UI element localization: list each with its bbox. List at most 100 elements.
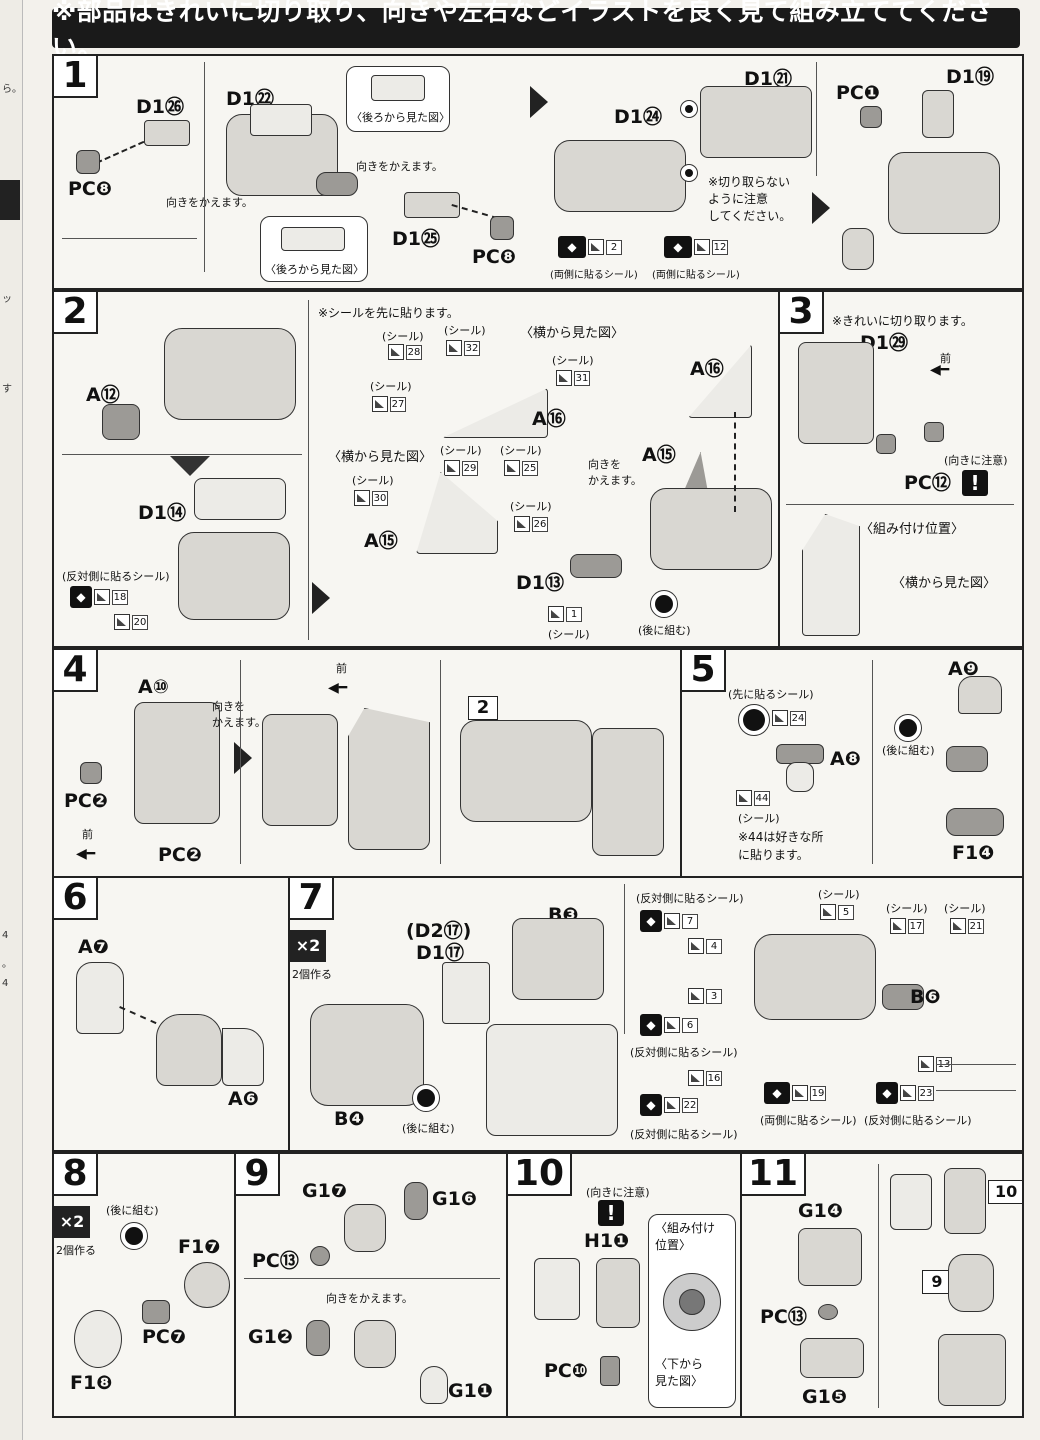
- sticker-44-note: ※44は好きな所 に貼ります。: [738, 830, 824, 862]
- part-g1-assembled: [948, 1254, 994, 1312]
- sticker-icon: [514, 516, 530, 532]
- sticker-icon: [736, 790, 752, 806]
- turn-note: 向きを かえます。: [588, 458, 642, 487]
- part-label: PC❼: [142, 1326, 186, 1348]
- step-number: 6: [54, 878, 98, 920]
- sticker-number: 5: [838, 904, 854, 920]
- ref-step-10: 10: [988, 1180, 1022, 1204]
- part-g1-base: [938, 1334, 1006, 1406]
- part-h1-1: [596, 1258, 640, 1328]
- seal-caption: (シール): [738, 812, 780, 825]
- part-label: A⑯: [690, 358, 724, 380]
- part-d1-17: [442, 962, 490, 1024]
- front-arrow-icon: ◀━: [328, 680, 348, 696]
- part-label: A❽: [830, 748, 861, 770]
- seal-caption: (シール): [444, 324, 486, 337]
- direction-caution: (向きに注意): [586, 1186, 650, 1199]
- both-sides-icon: ◆: [558, 236, 586, 258]
- front-arrow-icon: ◀━: [76, 846, 96, 862]
- quantity-caption: 2個作る: [56, 1244, 96, 1257]
- opposite-side-icon: ◆: [876, 1082, 898, 1104]
- seal-caption: (両側に貼るシール): [652, 270, 740, 281]
- sticker-number: 16: [706, 1070, 722, 1086]
- after-assemble-icon: [120, 1222, 148, 1250]
- part-pc-12b: [924, 422, 944, 442]
- part-label: PC❶: [836, 82, 880, 104]
- divider: [204, 62, 205, 272]
- both-sides-icon: ◆: [764, 1082, 790, 1104]
- step-10-panel: 10 (向きに注意) ! H1❶ PC❿ 〈組み付け 位置〉 〈下から 見た図〉: [506, 1152, 744, 1418]
- sticker-number: 31: [574, 370, 590, 386]
- sticker-number: 6: [682, 1017, 698, 1033]
- step-3-panel: 3 ※きれいに切り取ります。 D1㉙ 前 ◀━ (向きに注意) PC⑫ ! 〈組…: [778, 290, 1024, 648]
- sticker-leader: [936, 1064, 1016, 1065]
- sticker-number: 4: [706, 938, 722, 954]
- ref-step-2: 2: [468, 696, 498, 720]
- seal-caption: (両側に貼るシール): [760, 1114, 857, 1127]
- part-guide: [890, 1174, 932, 1230]
- part-label: D1㉖: [136, 96, 184, 118]
- part-label: A❾: [948, 658, 979, 680]
- sticker-17: 17: [890, 918, 924, 934]
- part-a-7: [76, 962, 124, 1034]
- part-attach: [802, 514, 860, 636]
- sticker-number: 18: [112, 589, 128, 605]
- divider: [872, 660, 873, 864]
- turn-note: 向きを かえます。: [212, 700, 266, 729]
- part-d1-13: [570, 554, 622, 578]
- bottom-view-hole: [679, 1289, 705, 1315]
- seal-caption: (シール): [370, 380, 412, 393]
- turn-note: 向きをかえます。: [166, 196, 253, 209]
- step-11-panel: 11 G1❹ PC⑬ G1❺ 10 9: [740, 1152, 1024, 1418]
- part-body: [164, 328, 296, 420]
- part-h1-assembled: [944, 1168, 986, 1234]
- sticker-icon: [354, 490, 370, 506]
- seal-caption: (先に貼るシール): [728, 688, 814, 701]
- sticker-31: 31: [556, 370, 590, 386]
- part-body-c: [888, 152, 1000, 234]
- part-a-8: [776, 744, 824, 764]
- sticker-4: 4: [688, 938, 722, 954]
- part-g1-1: [420, 1366, 448, 1404]
- seal-caption: (シール): [548, 628, 590, 641]
- sticker-26: 26: [514, 516, 548, 532]
- step-number: 4: [54, 650, 98, 692]
- divider: [816, 62, 817, 176]
- sticker-number: 25: [522, 460, 538, 476]
- sticker-icon: [588, 239, 604, 255]
- sticker-number: 3: [706, 988, 722, 1004]
- part-label: PC❽: [68, 178, 112, 200]
- divider: [308, 300, 309, 640]
- step-1-panel: 1 D1㉖ PC❽ D1㉒ 向きをかえます。 向きをかえます。 〈後ろから見た図…: [52, 54, 1024, 290]
- part-label: H1❶: [584, 1230, 630, 1252]
- step-number: 5: [682, 650, 726, 692]
- back-view-box: 〈後ろから見た図〉: [346, 66, 450, 132]
- sticker-29: 29: [444, 460, 478, 476]
- edge-glyph: 。: [2, 959, 12, 970]
- part-label: G1❺: [802, 1386, 847, 1408]
- part-label: PC❿: [544, 1360, 588, 1382]
- view-caption: 〈横から見た図〉: [328, 450, 433, 465]
- step-number: 3: [780, 292, 824, 334]
- part-body: [554, 140, 686, 212]
- part-label: D1⑭: [138, 502, 186, 524]
- part-label: D1⑲: [946, 66, 994, 88]
- part-label: G1❼: [302, 1180, 347, 1202]
- sticker-12: ◆ 12: [664, 236, 728, 258]
- sticker-7: ◆7: [640, 910, 698, 932]
- sticker-icon: [664, 1017, 680, 1033]
- part-label: PC⑬: [252, 1250, 299, 1272]
- edge-block: [0, 180, 20, 220]
- part-label: B❻: [910, 986, 941, 1008]
- sticker-number: 28: [406, 344, 422, 360]
- sticker-number: 23: [918, 1085, 934, 1101]
- next-arrow: [530, 86, 548, 118]
- seal-caption: (シール): [886, 902, 928, 915]
- sticker-number: 32: [464, 340, 480, 356]
- sticker-icon: [688, 938, 704, 954]
- sticker-icon: [918, 1056, 934, 1072]
- part-a-6: [222, 1028, 264, 1086]
- part-joint: [946, 746, 988, 772]
- step-number: 1: [54, 56, 98, 98]
- turn-note: 向きをかえます。: [326, 1292, 413, 1305]
